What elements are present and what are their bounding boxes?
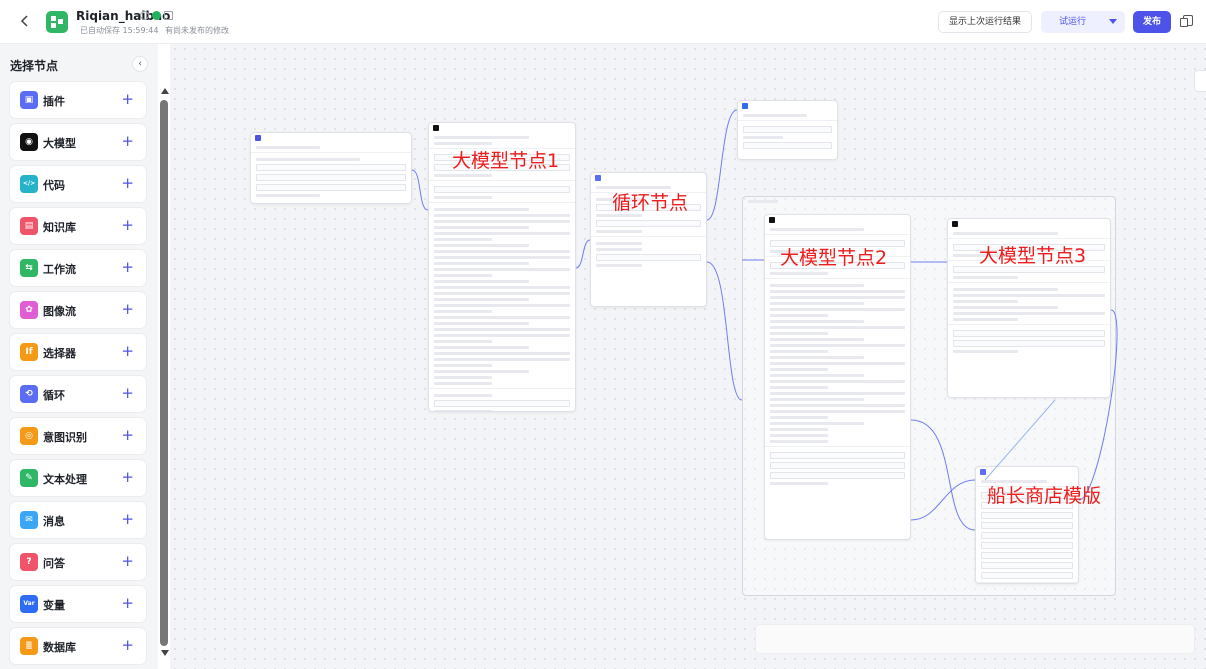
sidebar-node-label: 图像流 (43, 305, 76, 318)
try-run-label: 试运行 (1059, 17, 1087, 27)
intent-icon: ◎ (20, 427, 38, 445)
add-icon[interactable]: + (121, 468, 134, 486)
add-icon[interactable]: + (121, 426, 134, 444)
sidebar-node-label: 循环 (43, 389, 65, 402)
llm-node-icon (769, 217, 775, 223)
sidebar-node-llm[interactable]: ◉ 大模型 + (10, 124, 146, 160)
sidebar-node-text[interactable]: ✎ 文本处理 + (10, 460, 146, 496)
sidebar-node-variable[interactable]: Var 变量 + (10, 586, 146, 622)
chevron-down-icon[interactable] (1109, 19, 1117, 24)
scroll-up-arrow-icon[interactable] (161, 88, 169, 94)
selector-icon: If (20, 343, 38, 361)
workflow-icon: ⇆ (20, 259, 38, 277)
workflow-logo-icon (46, 11, 68, 33)
node-sidebar: 选择节点 ‹ ▣ 插件 + ◉ 大模型 + </> 代码 + ▤ 知识库 + ⇆ 工作流 + ✿ 图像流 + If 选… (0, 44, 158, 669)
try-run-button[interactable]: 试运行 (1041, 11, 1125, 33)
variable-node-icon (742, 103, 748, 109)
add-icon[interactable]: + (121, 300, 134, 318)
sidebar-node-message[interactable]: ✉ 消息 + (10, 502, 146, 538)
sidebar-node-label: 变量 (43, 599, 65, 612)
sidebar-node-label: 知识库 (43, 221, 76, 234)
loop-node-icon (595, 175, 601, 181)
sidebar-node-plugin[interactable]: ▣ 插件 + (10, 82, 146, 118)
sidebar-node-label: 代码 (43, 179, 65, 192)
sidebar-node-label: 意图识别 (43, 431, 87, 444)
add-icon[interactable]: + (121, 636, 134, 654)
sidebar-node-code[interactable]: </> 代码 + (10, 166, 146, 202)
published-status-icon (152, 11, 161, 20)
copy-icon[interactable] (1180, 15, 1193, 27)
start-node[interactable] (250, 132, 412, 204)
sidebar-node-label: 工作流 (43, 263, 76, 276)
edit-icon[interactable] (164, 11, 173, 20)
add-icon[interactable]: + (121, 342, 134, 360)
auto-save-status: 已自动保存 15:59:44 (80, 26, 159, 35)
start-node-icon (255, 135, 261, 141)
scrollbar-thumb[interactable] (160, 100, 168, 646)
add-icon[interactable]: + (121, 510, 134, 528)
minimap-toggle[interactable] (1194, 70, 1206, 92)
add-icon[interactable]: + (121, 552, 134, 570)
plugin-node-icon (980, 469, 986, 475)
sidebar-node-loop[interactable]: ⟲ 循环 + (10, 376, 146, 412)
node-list: ▣ 插件 + ◉ 大模型 + </> 代码 + ▤ 知识库 + ⇆ 工作流 + ✿ 图像流 + If 选择器 + ⟲ 循环 +… (10, 82, 146, 669)
annotation-llm-node-1: 大模型节点1 (452, 150, 560, 172)
llm-node-2[interactable] (764, 214, 911, 540)
knowledge-icon: ▤ (20, 217, 38, 235)
publish-button[interactable]: 发布 (1133, 11, 1171, 33)
annotation-template: 船长商店模版 (987, 485, 1102, 507)
sidebar-node-intent[interactable]: ◎ 意图识别 + (10, 418, 146, 454)
info-icon[interactable] (140, 11, 149, 20)
loop-node[interactable] (590, 172, 707, 307)
top-bar: Riqian_haibao 已自动保存 15:59:44 有尚未发布的修改 显示… (0, 0, 1206, 44)
loop-icon: ⟲ (20, 385, 38, 403)
sidebar-node-label: 大模型 (43, 137, 76, 150)
llm-icon: ◉ (20, 133, 38, 151)
add-icon[interactable]: + (121, 216, 134, 234)
template-plugin-node[interactable] (975, 466, 1079, 584)
add-icon[interactable]: + (121, 258, 134, 276)
qa-icon: ? (20, 553, 38, 571)
add-icon[interactable]: + (121, 174, 134, 192)
variable-node[interactable] (737, 100, 838, 160)
sidebar-node-knowledge[interactable]: ▤ 知识库 + (10, 208, 146, 244)
plugin-icon: ▣ (20, 91, 38, 109)
sidebar-node-database[interactable]: ≣ 数据库 + (10, 628, 146, 664)
imageflow-icon: ✿ (20, 301, 38, 319)
code-icon: </> (20, 175, 38, 193)
annotation-llm-node-3: 大模型节点3 (979, 245, 1087, 267)
sidebar-node-label: 选择器 (43, 347, 76, 360)
add-icon[interactable]: + (121, 594, 134, 612)
back-arrow-icon[interactable] (17, 13, 33, 29)
annotation-llm-node-2: 大模型节点2 (780, 247, 888, 269)
sidebar-node-qa[interactable]: ? 问答 + (10, 544, 146, 580)
sidebar-node-label: 插件 (43, 95, 65, 108)
llm-node-icon (952, 221, 958, 227)
add-icon[interactable]: + (121, 90, 134, 108)
llm-node-1[interactable] (428, 122, 576, 412)
scroll-down-arrow-icon[interactable] (161, 650, 169, 656)
sidebar-title: 选择节点 (10, 59, 59, 73)
sidebar-node-selector[interactable]: If 选择器 + (10, 334, 146, 370)
sidebar-node-label: 消息 (43, 515, 65, 528)
database-icon: ≣ (20, 637, 38, 655)
variable-icon: Var (20, 595, 38, 613)
title-status-icons (140, 11, 173, 20)
sidebar-node-label: 数据库 (43, 641, 76, 654)
text-icon: ✎ (20, 469, 38, 487)
add-icon[interactable]: + (121, 132, 134, 150)
show-last-run-button[interactable]: 显示上次运行结果 (938, 11, 1032, 33)
collapse-sidebar-button[interactable]: ‹ (132, 56, 148, 72)
llm-node-icon (433, 125, 439, 131)
unpublished-changes-status: 有尚未发布的修改 (165, 26, 229, 35)
sidebar-node-label: 文本处理 (43, 473, 87, 486)
annotation-loop-node: 循环节点 (612, 192, 689, 214)
add-icon[interactable]: + (121, 384, 134, 402)
sidebar-node-label: 问答 (43, 557, 65, 570)
sidebar-scrollbar[interactable] (158, 44, 170, 664)
message-icon: ✉ (20, 511, 38, 529)
sidebar-node-imageflow[interactable]: ✿ 图像流 + (10, 292, 146, 328)
bottom-toolbar-panel (755, 624, 1195, 654)
sidebar-node-workflow[interactable]: ⇆ 工作流 + (10, 250, 146, 286)
